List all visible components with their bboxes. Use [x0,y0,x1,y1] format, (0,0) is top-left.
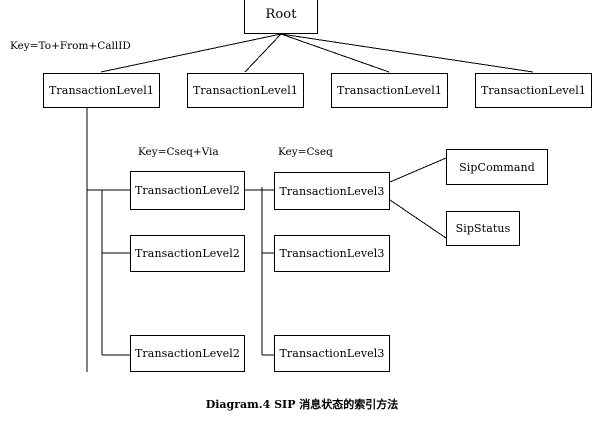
node-sip-status-label: SipStatus [455,222,511,235]
node-transaction-level2-3-label: TransactionLevel2 [134,347,240,360]
edge-label-key-cseq-via: Key=Cseq+Via [138,146,219,158]
node-transaction-level2-1-label: TransactionLevel2 [134,184,240,197]
node-transaction-level1-2-label: TransactionLevel1 [192,84,298,97]
node-transaction-level2-3[interactable]: TransactionLevel2 [130,335,245,372]
node-transaction-level1-1-label: TransactionLevel1 [48,84,154,97]
connector-root-to-level1-4 [280,33,534,73]
node-transaction-level1-3[interactable]: TransactionLevel1 [331,73,448,108]
node-transaction-level1-1[interactable]: TransactionLevel1 [43,73,160,108]
connector-root-to-level1-2 [244,33,282,73]
node-transaction-level1-4-label: TransactionLevel1 [480,84,586,97]
figure-caption: Diagram.4 SIP 消息状态的索引方法 [205,398,399,411]
node-root[interactable]: Root [244,0,318,34]
edge-label-key-to-from-callid: Key=To+From+CallID [10,40,131,52]
node-transaction-level1-4[interactable]: TransactionLevel1 [475,73,592,108]
node-transaction-level2-2[interactable]: TransactionLevel2 [130,235,245,272]
connector-root-to-level1-3 [280,33,390,73]
node-transaction-level3-3-label: TransactionLevel3 [279,347,385,360]
node-transaction-level3-1[interactable]: TransactionLevel3 [274,172,390,210]
connector-level3-to-leaf-1 [389,157,447,183]
connector-level3-to-leaf-2 [389,199,447,239]
node-transaction-level1-3-label: TransactionLevel1 [336,84,442,97]
node-sip-command-label: SipCommand [459,160,535,174]
connector-root-to-level1-1 [100,33,282,73]
node-sip-command[interactable]: SipCommand [446,149,548,185]
node-sip-status[interactable]: SipStatus [446,211,520,246]
edge-label-key-cseq: Key=Cseq [278,146,333,158]
node-transaction-level1-2[interactable]: TransactionLevel1 [187,73,304,108]
node-transaction-level3-2[interactable]: TransactionLevel3 [274,235,390,272]
node-transaction-level2-1[interactable]: TransactionLevel2 [130,171,245,210]
node-transaction-level3-3[interactable]: TransactionLevel3 [274,335,390,372]
node-root-label: Root [265,6,297,22]
node-transaction-level2-2-label: TransactionLevel2 [134,247,240,260]
node-transaction-level3-1-label: TransactionLevel3 [279,184,385,198]
node-transaction-level3-2-label: TransactionLevel3 [279,247,385,260]
